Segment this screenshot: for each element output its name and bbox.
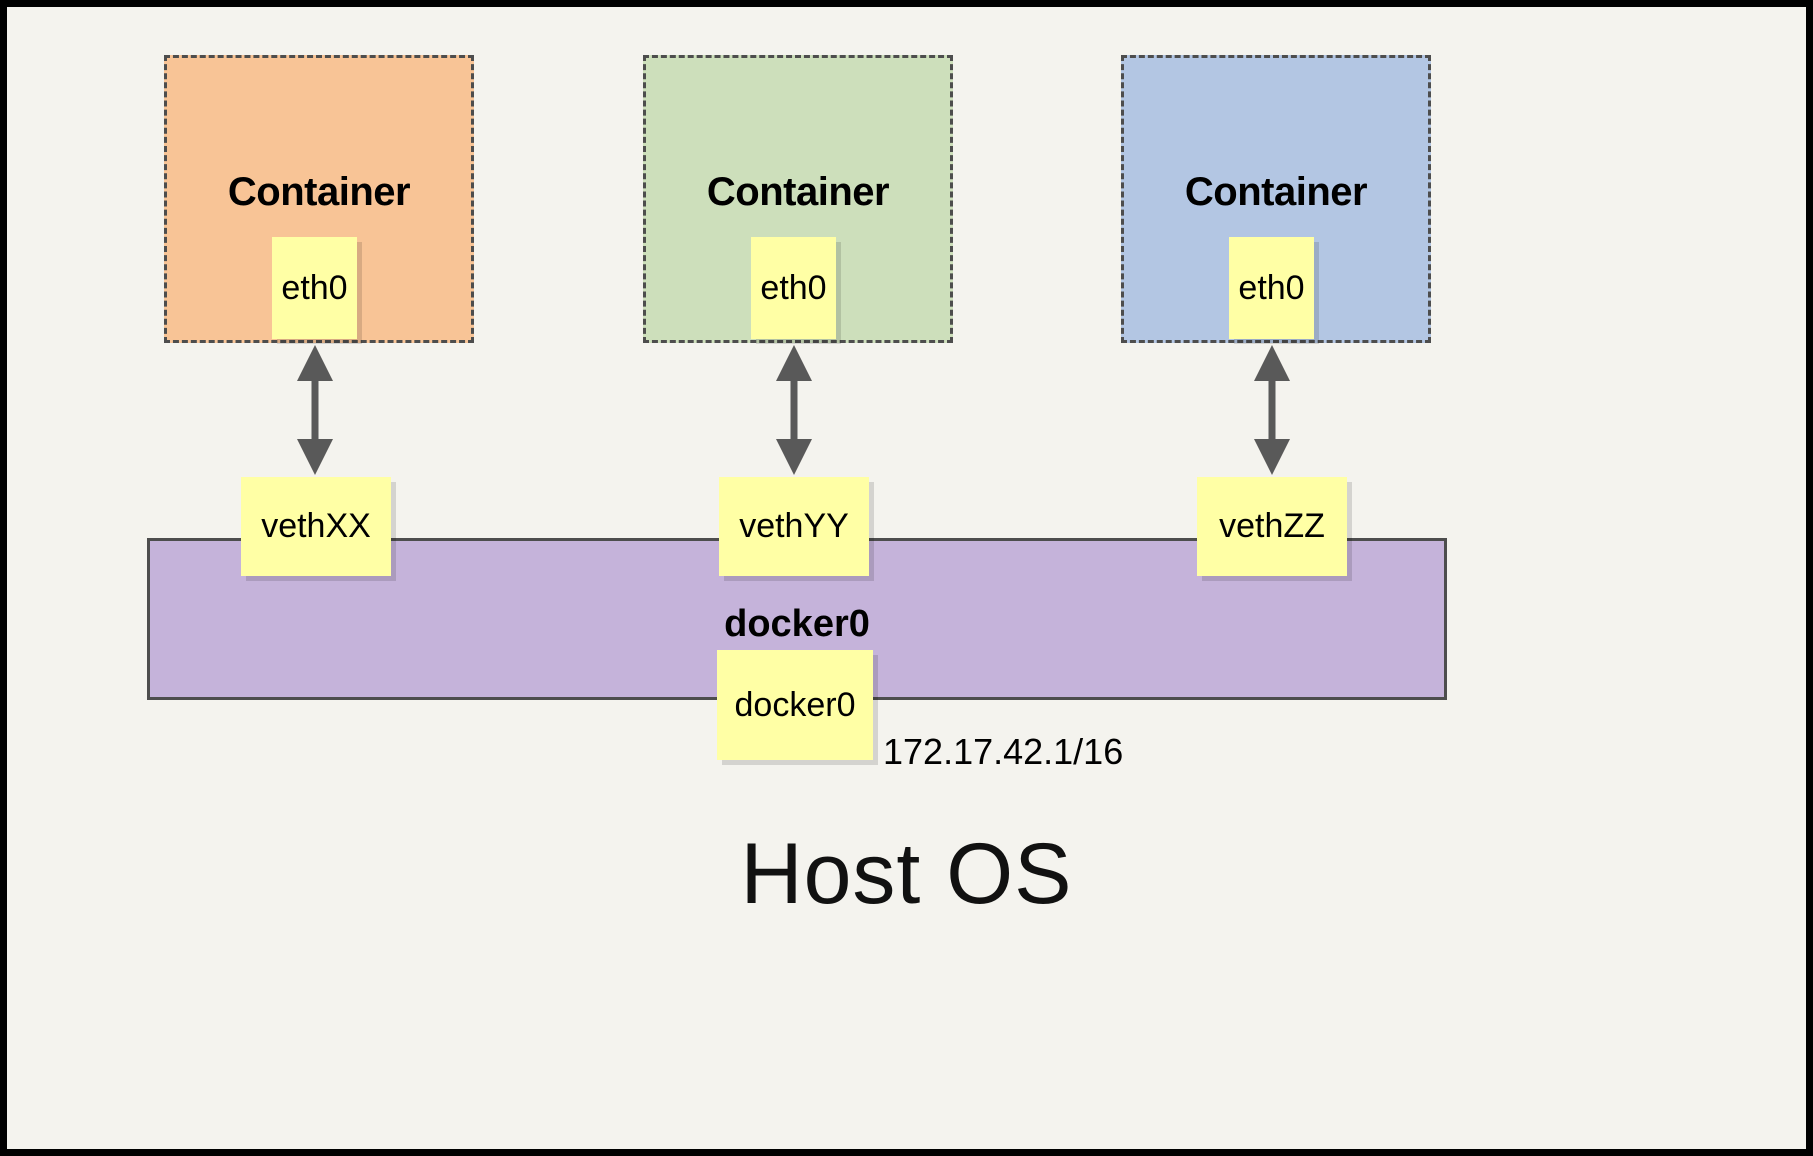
container-title-3: Container (1184, 170, 1368, 214)
host-os-title: Host OS (740, 826, 1073, 922)
link-arrow-2 (776, 345, 812, 475)
eth0-note-2: eth0 (751, 237, 836, 339)
docker0-note: docker0 (717, 650, 873, 760)
docker0-ip-label: 172.17.42.1/16 (883, 731, 1124, 772)
docker0-bridge-label: docker0 (724, 603, 870, 645)
eth0-note-label-3: eth0 (1238, 268, 1305, 307)
veth-note-label-2: vethYY (739, 507, 849, 545)
veth-note-3: vethZZ (1197, 477, 1347, 576)
docker0-note-label: docker0 (734, 685, 856, 724)
link-arrow-1 (297, 345, 333, 475)
eth0-note-1: eth0 (272, 237, 357, 339)
container-title-2: Container (706, 170, 890, 214)
eth0-note-label-1: eth0 (281, 268, 348, 307)
veth-note-2: vethYY (719, 477, 869, 576)
link-arrow-3 (1254, 345, 1290, 475)
eth0-note-3: eth0 (1229, 237, 1314, 339)
veth-note-1: vethXX (241, 477, 391, 576)
veth-note-label-1: vethXX (261, 507, 371, 545)
eth0-note-label-2: eth0 (760, 268, 827, 307)
veth-note-label-3: vethZZ (1219, 507, 1325, 545)
container-title-1: Container (227, 170, 411, 214)
